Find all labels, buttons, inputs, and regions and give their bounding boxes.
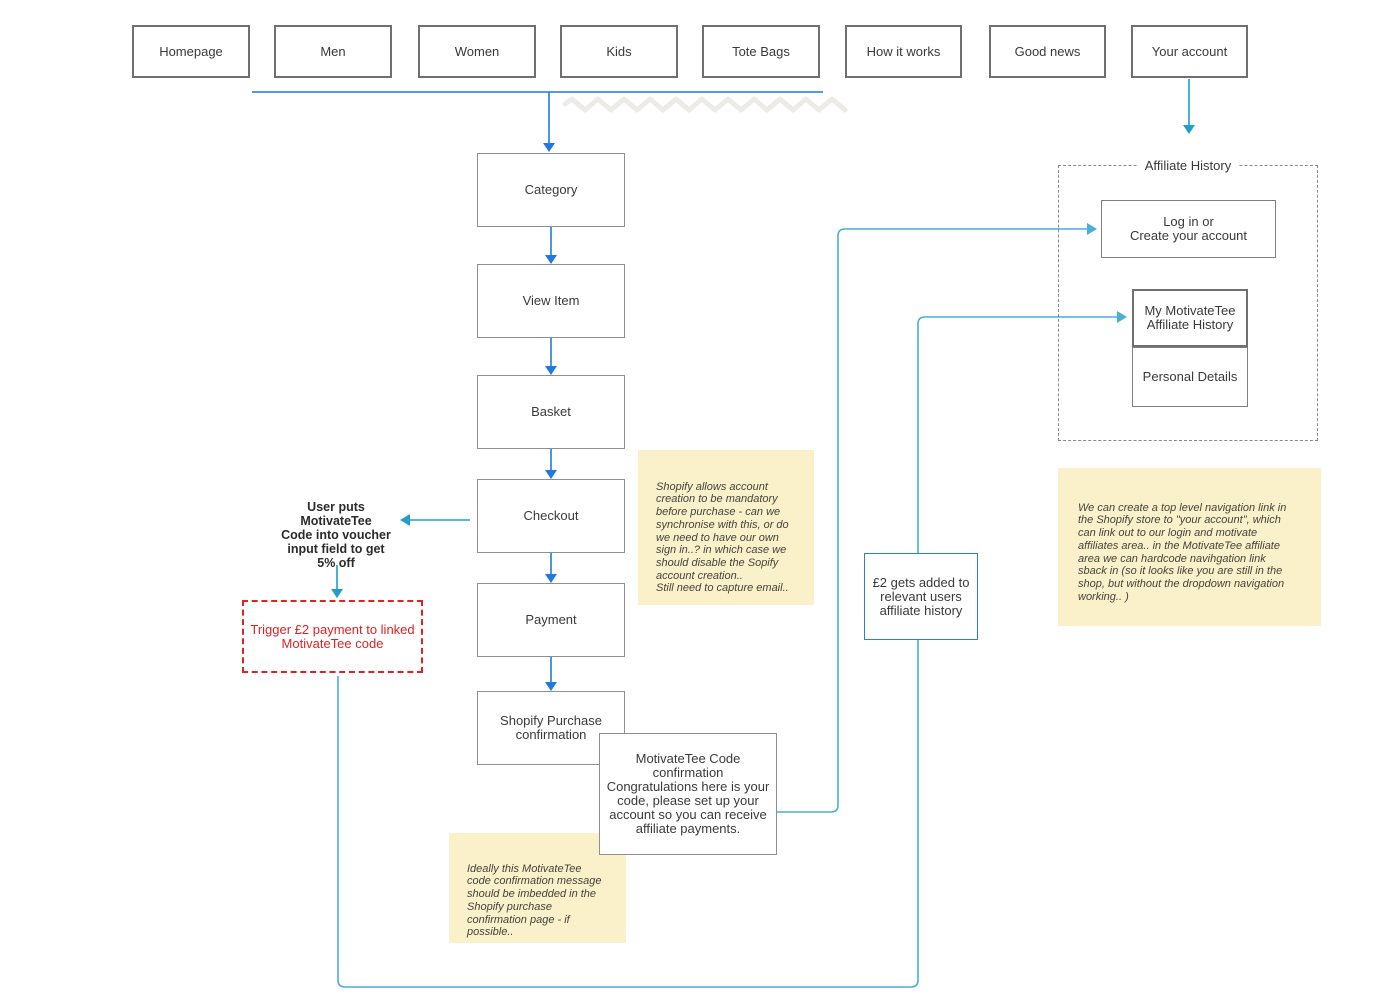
affiliate-history-panel-title: Affiliate History (1136, 158, 1240, 173)
flow-label: Shopify Purchase confirmation (500, 713, 602, 742)
nav-label: Good news (1014, 43, 1081, 59)
nav-label: Tote Bags (732, 43, 790, 59)
flow-step-purchase-confirmation[interactable]: Shopify Purchase confirmation (477, 691, 625, 765)
nav-label: Men (320, 43, 346, 59)
nav-label: How it works (866, 43, 941, 59)
connector-amount-history (917, 311, 1127, 553)
connector-basket-checkout (545, 449, 557, 479)
personal-details-box[interactable]: Personal Details (1132, 347, 1248, 407)
personal-details-box-text: Personal Details (1142, 369, 1238, 384)
nav-item-how-it-works[interactable]: How it works (845, 25, 962, 78)
nav-label: Your account (1151, 43, 1228, 59)
voucher-note[interactable]: User puts MotivateTee Code into voucher … (236, 486, 436, 570)
note-shopify-account[interactable]: Shopify allows account creation to be ma… (638, 450, 814, 605)
trigger-payment-box[interactable]: Trigger £2 payment to linked MotivateTee… (242, 600, 423, 673)
nav-item-good-news[interactable]: Good news (989, 25, 1106, 78)
nav-item-women[interactable]: Women (418, 25, 536, 78)
flow-label: View Item (522, 293, 580, 308)
nav-label: Women (454, 43, 500, 59)
amount-added-box[interactable]: £2 gets added to relevant users affiliat… (864, 553, 978, 640)
connector-checkout-voucher-note (400, 514, 470, 526)
connector-trigger-amount (337, 640, 919, 988)
flow-step-payment[interactable]: Payment (477, 583, 625, 657)
connector-code-login (777, 223, 1097, 813)
affiliate-history-panel: Affiliate History Log in or Create your … (1058, 158, 1318, 441)
amount-added-text: £2 gets added to relevant users affiliat… (872, 574, 970, 618)
flow-step-basket[interactable]: Basket (477, 375, 625, 449)
flow-label: Category (524, 182, 578, 197)
note-embed-confirmation-text: Ideally this MotivateTee code confirmati… (467, 862, 602, 939)
connector-payment-confirmation (545, 657, 557, 691)
flow-step-category[interactable]: Category (477, 153, 625, 227)
flow-step-view-item[interactable]: View Item (477, 264, 625, 338)
nav-item-homepage[interactable]: Homepage (132, 25, 250, 78)
connector-checkout-payment (545, 553, 557, 583)
connector-nav-to-category (252, 91, 823, 152)
nav-label: Homepage (159, 43, 223, 59)
note-shopify-account-text: Shopify allows account creation to be ma… (656, 480, 789, 595)
code-confirmation-box[interactable]: MotivateTee Code confirmation Congratula… (599, 733, 777, 855)
connector-account-affiliate-panel (1183, 79, 1195, 134)
note-top-level-navigation[interactable]: We can create a top level navigation lin… (1058, 468, 1321, 626)
connector-category-viewitem (545, 227, 557, 264)
login-box[interactable]: Log in or Create your account (1101, 200, 1276, 258)
connector-viewitem-basket (545, 338, 557, 375)
code-confirmation-text: MotivateTee Code confirmation Congratula… (606, 751, 770, 836)
connector-voucher-trigger (331, 565, 343, 598)
voucher-note-text: User puts MotivateTee Code into voucher … (281, 500, 391, 570)
flow-label: Checkout (523, 508, 579, 523)
flow-step-checkout[interactable]: Checkout (477, 479, 625, 553)
nav-item-your-account[interactable]: Your account (1131, 25, 1248, 78)
trigger-payment-text: Trigger £2 payment to linked MotivateTee… (250, 621, 415, 651)
flow-label: Payment (525, 612, 577, 627)
note-top-level-navigation-text: We can create a top level navigation lin… (1078, 501, 1287, 603)
nav-label: Kids (606, 43, 632, 59)
login-box-text: Log in or Create your account (1129, 214, 1248, 243)
flow-label: Basket (531, 404, 571, 419)
nav-item-men[interactable]: Men (274, 25, 392, 78)
affiliate-history-box[interactable]: My MotivateTee Affiliate History (1132, 289, 1248, 347)
affiliate-history-box-text: My MotivateTee Affiliate History (1144, 303, 1236, 332)
faded-scribble (562, 96, 848, 113)
nav-item-tote-bags[interactable]: Tote Bags (702, 25, 820, 78)
note-embed-confirmation[interactable]: Ideally this MotivateTee code confirmati… (449, 833, 626, 943)
nav-item-kids[interactable]: Kids (560, 25, 678, 78)
